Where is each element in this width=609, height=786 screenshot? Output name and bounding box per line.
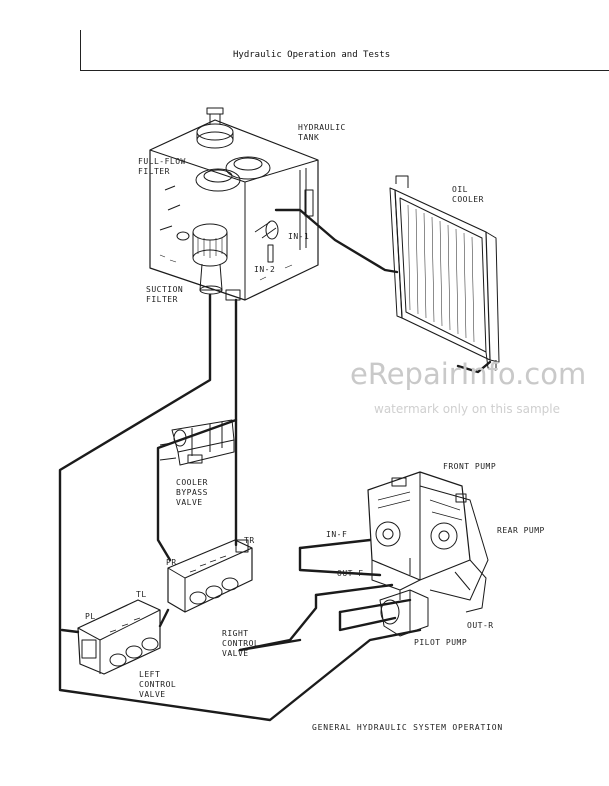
label-pl: PL — [85, 612, 96, 621]
watermark-main: eRepairInfo.com — [350, 357, 587, 391]
label-rear-pump: REAR PUMP — [497, 526, 545, 535]
header-frame — [80, 30, 609, 71]
watermark-sub: watermark only on this sample — [374, 402, 561, 416]
label-oil-cooler: OIL COOLER — [452, 185, 484, 204]
hydraulic-tank-drawing — [149, 107, 319, 301]
label-in-1: IN-1 — [288, 232, 310, 241]
label-tl: TL — [136, 590, 147, 599]
label-out-r: OUT-R — [467, 621, 494, 630]
label-pilot-pump: PILOT PUMP — [414, 638, 468, 647]
label-front-pump: FRONT PUMP — [443, 462, 497, 471]
label-suction-filter: SUCTION FILTER — [146, 285, 184, 304]
page-title: Hydraulic Operation and Tests — [233, 50, 391, 60]
label-full-flow-filter: FULL-FLOW FILTER — [138, 157, 186, 176]
label-cooler-bypass-valve: COOLER BYPASS VALVE — [176, 478, 208, 507]
label-in-f: IN-F — [326, 530, 348, 539]
label-hydraulic-tank: HYDRAULIC TANK — [298, 123, 346, 142]
label-in-2: IN-2 — [254, 265, 276, 274]
label-left-control-valve: LEFT CONTROL VALVE — [139, 670, 177, 699]
oil-cooler-drawing — [389, 175, 500, 371]
label-right-control-valve: RIGHT CONTROL VALVE — [222, 629, 260, 658]
label-tr: TR — [244, 536, 255, 545]
diagram-caption: GENERAL HYDRAULIC SYSTEM OPERATION — [312, 723, 503, 732]
pumps-drawing — [367, 471, 489, 637]
label-pr: PR — [166, 558, 177, 567]
hydraulic-lines — [58, 208, 492, 722]
label-out-f: OUT-F — [337, 569, 364, 578]
